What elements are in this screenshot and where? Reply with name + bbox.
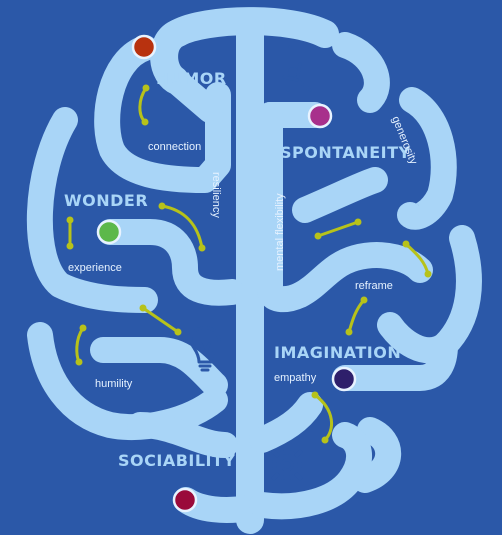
trait-wonder: WONDER — [64, 191, 148, 210]
lightbulb-icon — [189, 326, 221, 372]
trait-spontaneity: SPONTANEITY — [280, 143, 411, 162]
gear-icon — [267, 445, 307, 485]
imagination-ball — [331, 366, 357, 392]
trait-humor: HUMOR — [156, 69, 227, 88]
word-experience: experience — [68, 262, 122, 274]
humor-ball — [131, 34, 157, 60]
word-humility: humility — [95, 378, 133, 390]
word-empathy: empathy — [274, 372, 317, 384]
trait-sociability: SOCIABILITY — [118, 451, 236, 470]
word-reframe: reframe — [355, 280, 393, 292]
spontaneity-ball — [307, 103, 333, 129]
trait-imagination: IMAGINATION — [274, 343, 401, 362]
word-connection: connection — [148, 141, 201, 153]
word-resiliency: resiliency — [210, 172, 222, 218]
sociability-ball — [172, 487, 198, 513]
word-mental-flexibility: mental flexibility — [274, 193, 286, 271]
gymnast-icon — [282, 45, 312, 92]
wonder-ball — [96, 219, 122, 245]
connector-wires — [66, 84, 432, 444]
